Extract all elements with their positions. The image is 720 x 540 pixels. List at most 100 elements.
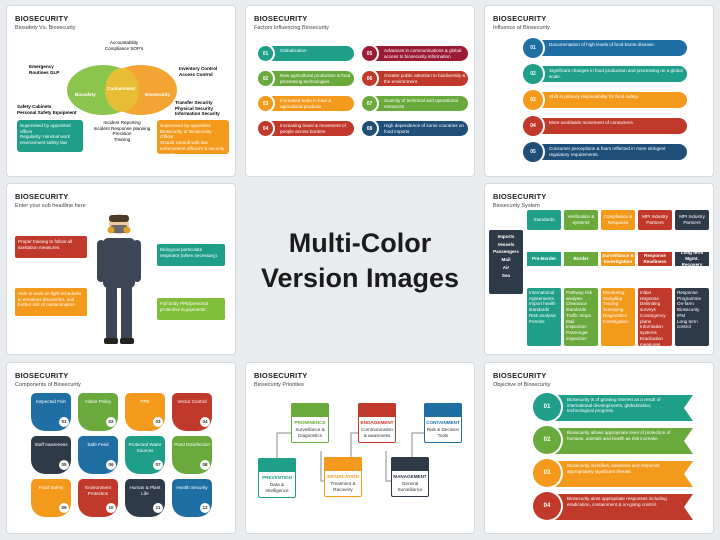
factor-text: Increased trade in food & agricultural p… — [280, 98, 332, 109]
component-label: PPE — [140, 399, 150, 404]
biosecurity-label: Biosecurity — [145, 92, 171, 97]
system-column-item: Sampling — [603, 295, 623, 301]
callout-ppe: Full body PPE/personal protective Equipm… — [157, 298, 225, 320]
factor-pill — [264, 121, 354, 136]
slide-components[interactable]: BIOSECURITY Components of Biosecurity In… — [7, 363, 235, 533]
system-header: MPI Industry Partners — [638, 210, 672, 230]
influence-bar — [529, 144, 687, 160]
factor-pill — [368, 46, 468, 61]
objective-text: Biosecurity is of growing interest as a … — [567, 397, 661, 414]
component-label: Safe Feed — [87, 442, 109, 447]
bottom-mid-label: Incident Reporting Incident Response pla… — [93, 120, 151, 143]
system-column-item: Response — [677, 290, 698, 295]
system-column-item: Import health standards — [529, 301, 556, 313]
objective-number: 04 — [533, 492, 561, 520]
factor-number: 05 — [362, 46, 377, 61]
system-column-item: Long term control — [677, 318, 698, 330]
system-column-item: Initial response — [640, 290, 659, 301]
factor-number: 07 — [362, 96, 377, 111]
priority-box-header — [291, 403, 329, 417]
objective-banner — [543, 428, 693, 454]
influence-bar — [529, 118, 687, 134]
component-label: Vector Control — [177, 399, 207, 404]
slide-subtitle: Objective of Biosecurity — [493, 382, 551, 388]
priority-head: PROMINENCE — [294, 420, 326, 425]
priority-head: PREVENTION — [262, 475, 292, 480]
input-label: Passengers — [493, 249, 519, 255]
component-number: 11 — [153, 503, 163, 513]
factor-pill — [264, 46, 354, 61]
component-number: 07 — [153, 460, 163, 470]
factor-pill — [368, 71, 468, 86]
factor-pill — [368, 121, 468, 136]
component-number: 04 — [200, 417, 210, 427]
influence-number: 04 — [523, 116, 543, 136]
slide-title: BIOSECURITY — [254, 371, 308, 380]
bullet: Physical Security — [175, 105, 214, 111]
slide-ppe-figure[interactable]: BIOSECURITY Enter your sub headline here… — [7, 184, 235, 354]
center-title: Multi-Color Version Images — [246, 226, 474, 296]
component-label: Human & Plant Life — [129, 485, 161, 496]
slide-title: BIOSECURITY — [493, 192, 547, 201]
system-column-item: Delimiting surveys — [640, 301, 661, 313]
input-label: Mail — [501, 257, 511, 263]
component-label: Visitor Policy — [84, 399, 112, 404]
system-header: Compliance & Response — [601, 210, 635, 230]
slide-title: BIOSECURITY — [15, 371, 69, 380]
callout-respirator: Biological particulate respirator (when … — [157, 244, 225, 266]
factor-text: Scarcity of technical and operational re… — [384, 98, 458, 109]
callout-schedule: Able to work on light schedules in emoti… — [15, 288, 87, 316]
factor-pill — [368, 96, 468, 111]
factor-number: 06 — [362, 71, 377, 86]
system-column-item: Contingency plans — [640, 312, 666, 324]
priority-box-header — [391, 457, 429, 471]
priority-head: ENGAGEMENT — [360, 420, 394, 425]
center-title-line-2: Version Images — [260, 263, 460, 293]
green-box: Supervised by appointed officer Regulari… — [17, 120, 83, 152]
slide-biosafety-vs-biosecurity[interactable]: BIOSECURITY Biosafety Vs. Biosecurity Ac… — [7, 6, 235, 176]
influence-number: 03 — [523, 90, 543, 110]
input-label: Sea — [501, 272, 511, 278]
influence-text: Documentation of high levels of food-bor… — [549, 42, 655, 47]
priority-head: MANAGEMENT — [393, 474, 427, 479]
priority-sub: Data & Intelligence — [265, 482, 289, 493]
factor-text: Greater public attention to biodiversity… — [384, 73, 466, 84]
component-label: Health Security — [176, 485, 208, 490]
factor-text: Globalization — [280, 48, 307, 53]
component-label: Staff Awareness — [34, 442, 68, 447]
component-label: Protected Water Sources — [128, 442, 162, 453]
system-column-item: Permits — [529, 318, 545, 324]
component-number: 12 — [200, 503, 210, 513]
slide-subtitle: Biosecurity Priorities — [254, 382, 304, 388]
slide-priorities[interactable]: BIOSECURITY Biosecurity Priorities PREVE… — [246, 363, 474, 533]
slide-subtitle: Influence of Biosecurity — [493, 25, 550, 31]
priority-head: ERADICATION — [327, 474, 359, 479]
slide-title: BIOSECURITY — [15, 192, 69, 201]
system-column-item: Information systems — [640, 324, 663, 336]
priority-box-header — [258, 458, 296, 472]
system-column-item: On-farm Biosecurity — [677, 301, 700, 313]
factor-number: 04 — [258, 121, 273, 136]
objective-banner — [543, 461, 693, 487]
slide-title: BIOSECURITY — [493, 14, 547, 23]
bullet: Transfer Security — [175, 100, 213, 105]
system-column-item: Risk analysis — [529, 312, 556, 318]
objective-text: Biosecurity identifies, assesses and res… — [567, 463, 660, 474]
slide-subtitle: Biosecurity System — [493, 203, 540, 209]
system-column-item: Surveying — [603, 307, 624, 313]
slide-title: BIOSECURITY — [254, 14, 308, 23]
system-column-item: Pathway risk analysis — [566, 290, 593, 301]
slide-subtitle: Enter your sub headline here — [15, 203, 86, 209]
factor-pill — [264, 96, 354, 111]
factor-number: 01 — [258, 46, 273, 61]
slide-factors[interactable]: BIOSECURITY Factors Influencing Biosecur… — [246, 6, 474, 176]
component-number: 05 — [59, 460, 69, 470]
